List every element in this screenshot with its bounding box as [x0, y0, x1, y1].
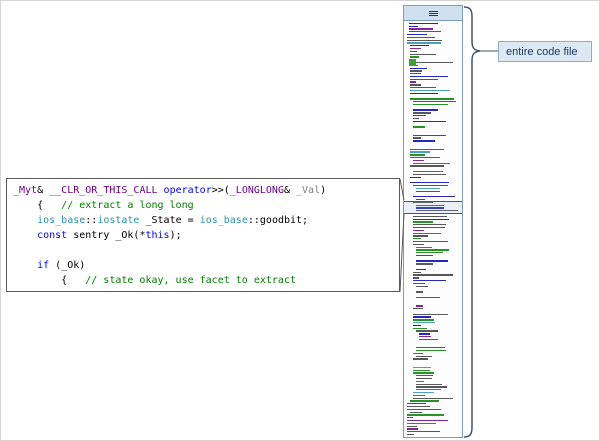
code-line: if (_Ok)	[37, 260, 86, 271]
minimap-green-marker	[409, 59, 416, 66]
zoomed-code-box: _Myt& __CLR_OR_THIS_CALL operator>>(_LON…	[6, 178, 400, 292]
code-line: const sentry _Ok(*this);	[37, 230, 182, 241]
code-file-brace	[463, 6, 481, 438]
minimap-header	[404, 6, 462, 21]
code-line: { // state okay, use facet to extract	[13, 275, 296, 286]
document-lines-icon	[428, 10, 438, 16]
minimap-lines	[407, 22, 460, 435]
code-minimap[interactable]	[403, 5, 463, 438]
minimap-highlight-region	[404, 201, 462, 214]
code-line: ios_base::iostate _State = ios_base::goo…	[37, 215, 309, 226]
entire-code-file-label: entire code file	[498, 41, 592, 62]
label-text: entire code file	[506, 45, 578, 58]
code-line	[13, 243, 393, 258]
code-line: _Myt& __CLR_OR_THIS_CALL operator>>(_LON…	[13, 185, 327, 196]
code-snippet: _Myt& __CLR_OR_THIS_CALL operator>>(_LON…	[7, 179, 399, 292]
code-line: { // extract a long long	[13, 200, 194, 211]
